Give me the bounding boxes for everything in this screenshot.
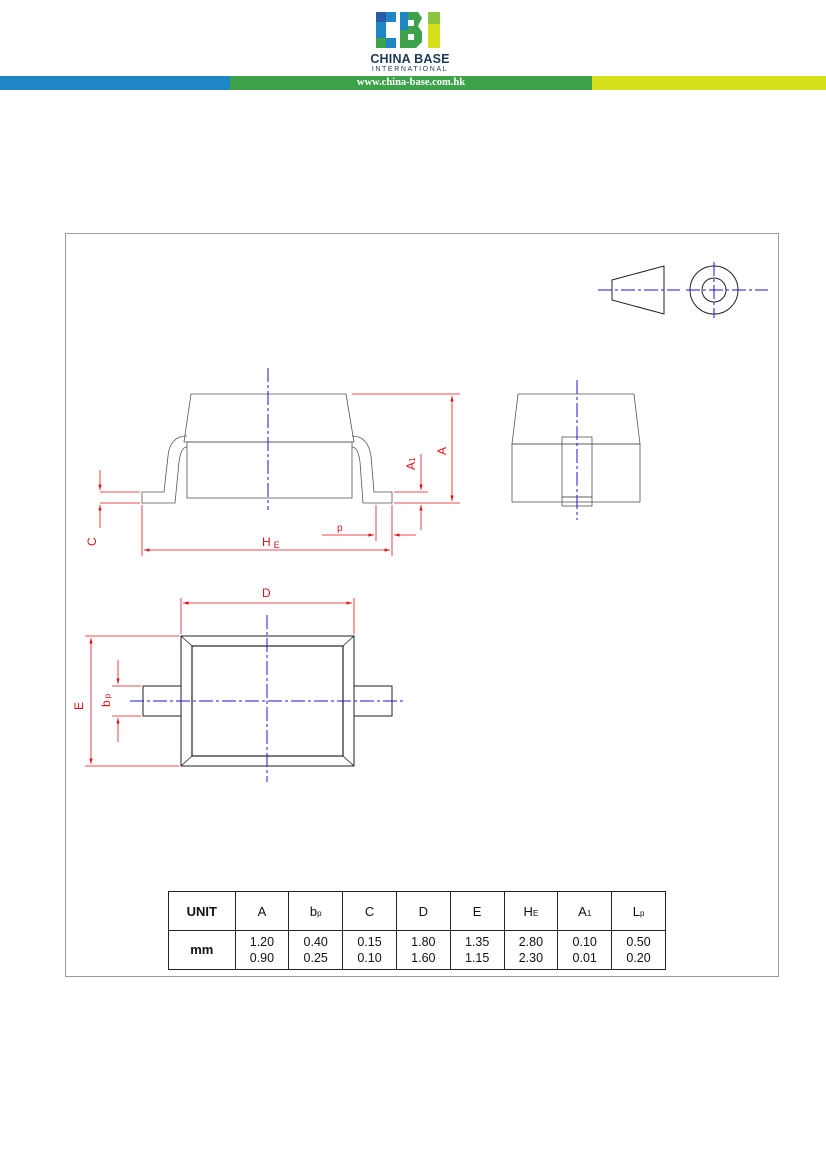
dim-label-A: A	[435, 447, 449, 455]
top-view	[130, 615, 406, 782]
logo-mark	[376, 12, 440, 48]
page-header: CHINA BASE INTERNATIONAL www.china-base.…	[0, 0, 826, 92]
unit-header: UNIT	[168, 891, 236, 931]
col-header: E	[449, 891, 505, 931]
dim-label-C: C	[85, 537, 99, 546]
col-header: A1	[557, 891, 613, 931]
package-drawing-frame	[65, 233, 779, 977]
col-header: HE	[503, 891, 559, 931]
dim-label-p: p	[337, 523, 343, 534]
col-header: bp	[288, 891, 344, 931]
col-header: A	[234, 891, 290, 931]
col-header: Lp	[611, 891, 666, 931]
side-view	[141, 368, 393, 510]
dim-label-D: D	[262, 586, 271, 600]
side-dimensions	[98, 393, 460, 556]
website-url[interactable]: www.china-base.com.hk	[356, 77, 466, 88]
col-header: D	[395, 891, 451, 931]
header-band-green	[230, 76, 592, 90]
header-band-yellow	[592, 76, 826, 90]
dim-label-bp: bp	[99, 693, 113, 707]
logo-subtitle: INTERNATIONAL	[371, 66, 449, 73]
top-dimensions	[85, 598, 355, 767]
unit-value: mm	[168, 930, 236, 970]
projection-symbol	[598, 262, 768, 318]
col-header: C	[342, 891, 397, 931]
logo-name: CHINA BASE	[370, 52, 450, 66]
header-band-blue	[0, 76, 230, 90]
dim-label-E: E	[72, 702, 86, 710]
company-logo: CHINA BASE INTERNATIONAL	[360, 8, 460, 84]
dim-label-A1: A1	[404, 457, 418, 470]
table-header-row: UNIT A bp C D E HE A1 Lp	[168, 891, 666, 931]
end-view	[511, 380, 641, 520]
